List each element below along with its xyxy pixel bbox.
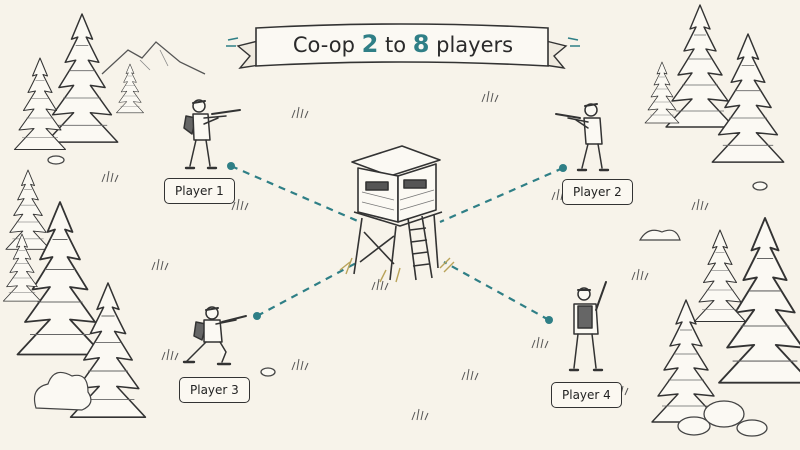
min-players-number: 2 xyxy=(361,30,379,58)
hunter-player-4 xyxy=(568,281,607,372)
player-3-label: Player 3 xyxy=(179,377,250,403)
banner-title: Co-op 2 to 8 players xyxy=(258,27,548,61)
banner-ribbon xyxy=(226,23,580,69)
banner-middle: to xyxy=(378,33,413,57)
right-forest xyxy=(644,4,800,423)
hunter-player-1 xyxy=(183,99,241,170)
player-4-label: Player 4 xyxy=(551,382,622,408)
mountains xyxy=(101,41,206,75)
bushes xyxy=(33,229,681,411)
player-2-label: Player 2 xyxy=(562,179,633,205)
max-players-number: 8 xyxy=(412,30,430,58)
hunter-player-3 xyxy=(182,306,247,366)
grass-tufts xyxy=(101,90,709,421)
connector-lines xyxy=(230,164,564,321)
hunting-tower xyxy=(339,145,455,283)
hunter-player-2 xyxy=(555,103,610,172)
rocks xyxy=(47,155,768,437)
banner-prefix: Co-op xyxy=(292,33,362,57)
player-1-label: Player 1 xyxy=(164,178,235,204)
banner-suffix: players xyxy=(429,33,514,57)
connector-dots xyxy=(227,162,567,324)
left-forest xyxy=(2,12,147,419)
